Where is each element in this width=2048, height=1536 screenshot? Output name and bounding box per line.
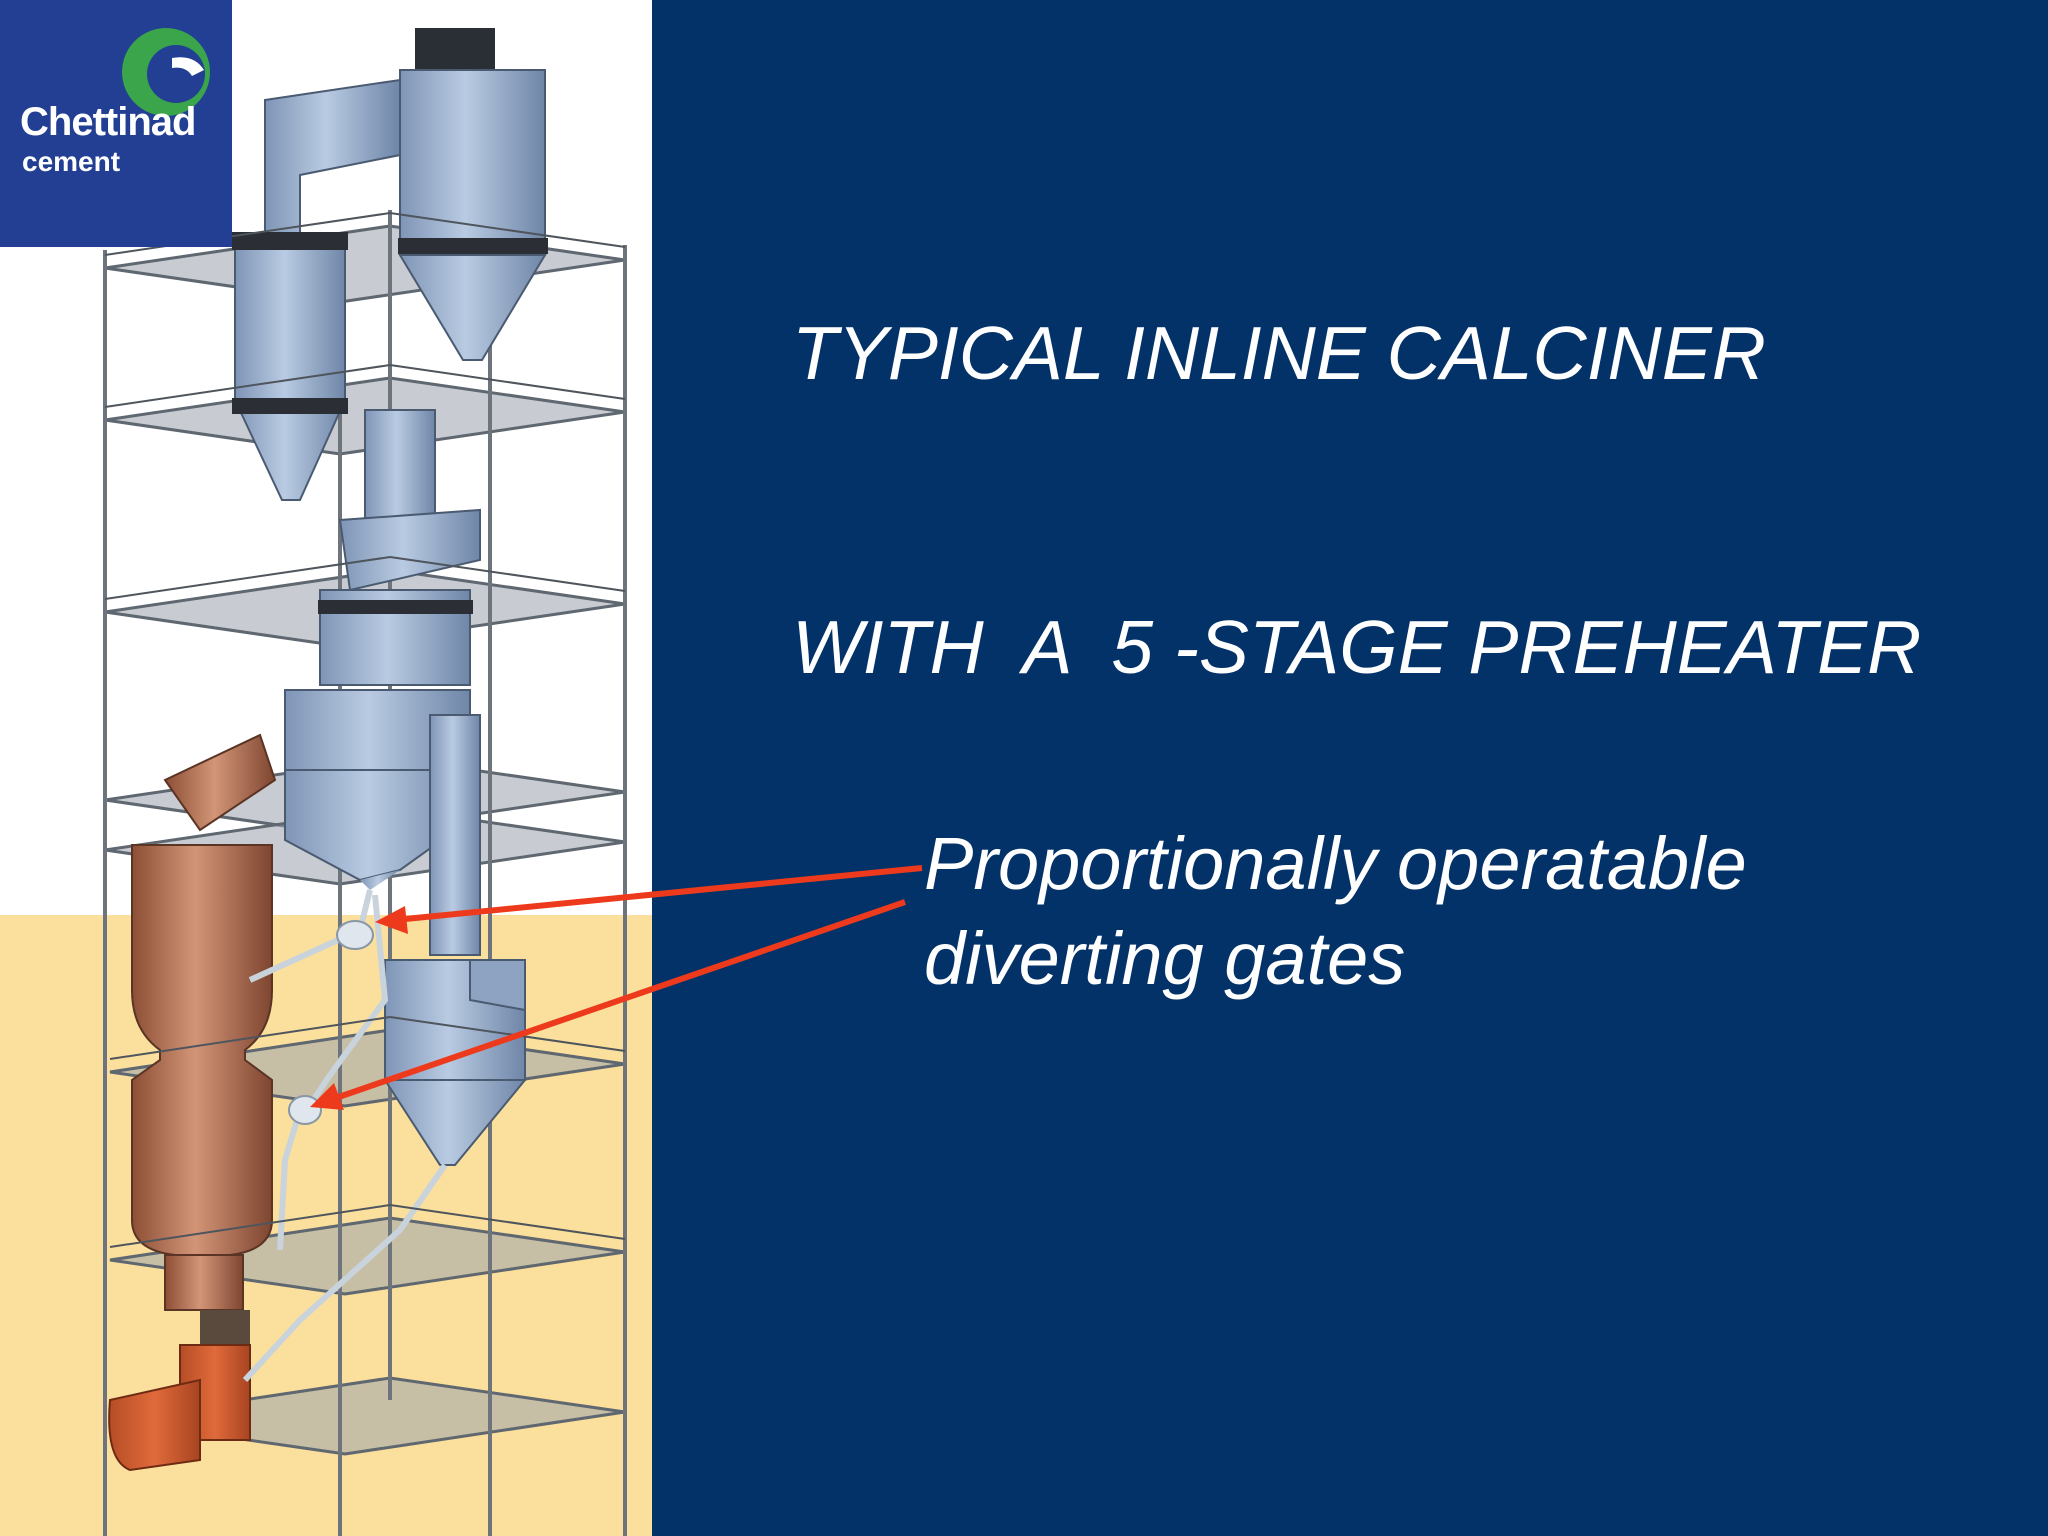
logo-name: Chettinad <box>20 100 196 144</box>
callout-line-2: diverting gates <box>924 917 1406 1000</box>
callout-line-1: Proportionally operatable <box>924 822 1747 905</box>
title-panel <box>652 0 2048 1536</box>
diverting-gates-callout: Proportionally operatable diverting gate… <box>924 816 1747 1006</box>
slide-title: TYPICAL INLINE CALCINER WITH A 5 -STAGE … <box>792 108 1921 892</box>
logo-tagline: cement <box>22 146 121 177</box>
preheater-tower-illustration <box>103 28 627 1536</box>
crescent-icon <box>122 28 210 116</box>
handrails <box>104 212 626 1248</box>
slide-title-line-2: WITH A 5 -STAGE PREHEATER <box>792 605 1922 689</box>
company-logo: Chettinad cement <box>0 0 232 247</box>
slide-title-line-1: TYPICAL INLINE CALCINER <box>792 311 1766 395</box>
